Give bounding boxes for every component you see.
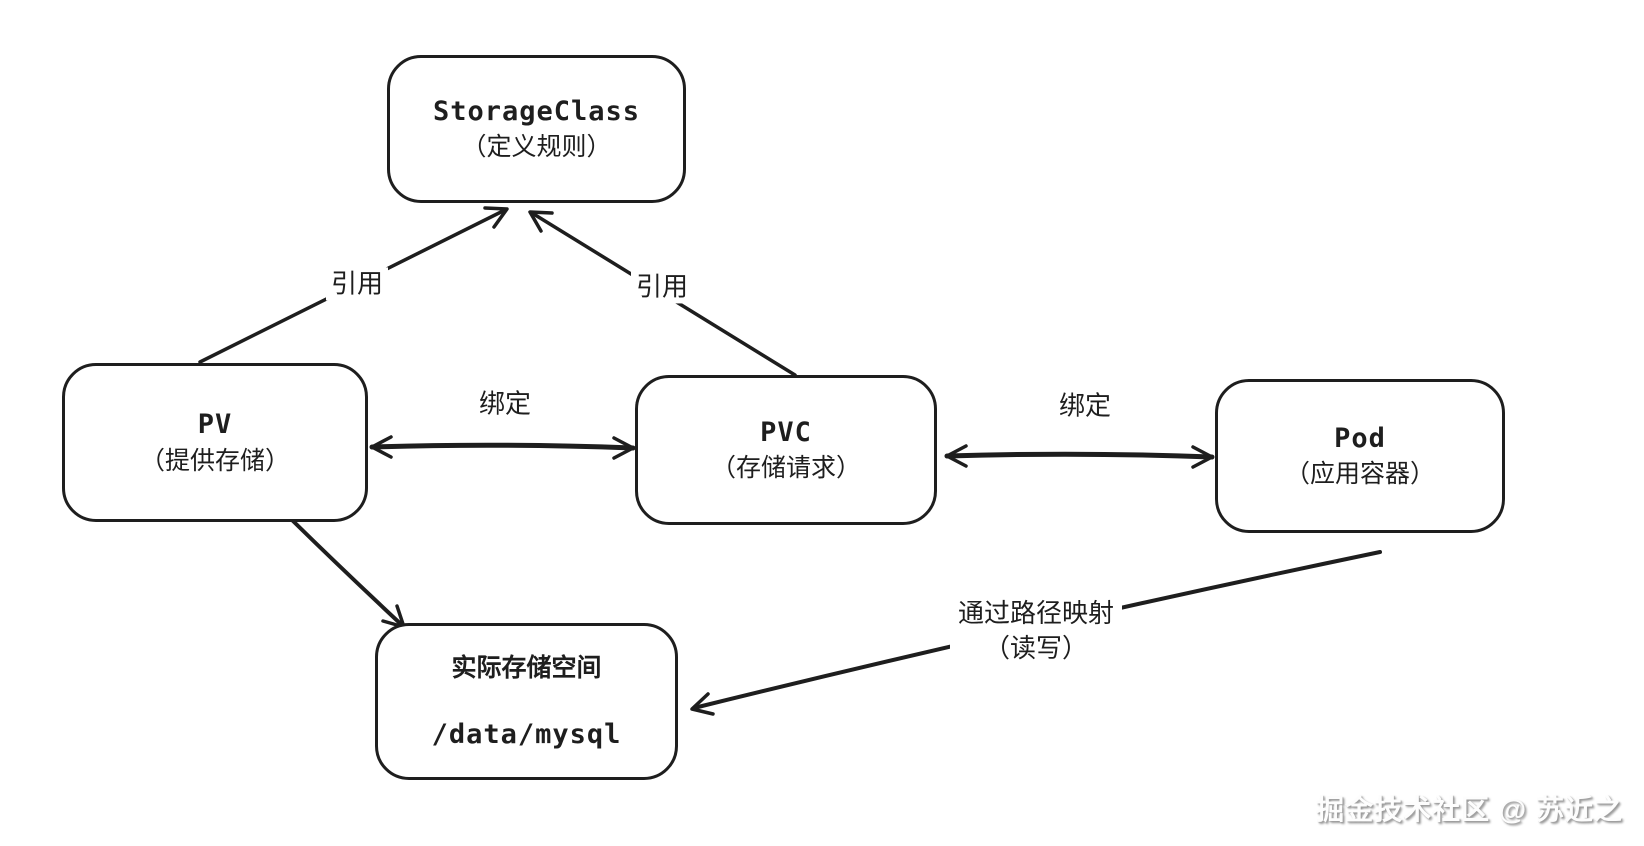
edge-pv-to-storage xyxy=(290,518,406,629)
pvc-title: PVC xyxy=(760,416,812,448)
pod-subtitle: （应用容器） xyxy=(1284,460,1435,489)
node-pvc: PVC （存储请求） xyxy=(635,375,937,525)
storageclass-subtitle: （定义规则） xyxy=(461,133,612,162)
pv-title: PV xyxy=(197,409,233,441)
node-actual-storage: 实际存储空间 /data/mysql xyxy=(375,623,678,780)
edge-label-binding-right: 绑定 xyxy=(1053,389,1117,423)
path-mapping-line2: （读写） xyxy=(983,633,1089,663)
edge-label-reference-right: 引用 xyxy=(630,270,694,304)
storage-title: 实际存储空间 xyxy=(451,654,602,682)
edge-label-reference-left: 引用 xyxy=(325,267,389,301)
edge-pv-pvc-binding xyxy=(369,435,636,460)
edge-label-binding-left: 绑定 xyxy=(473,387,537,421)
watermark-text: 掘金技术社区 @ 苏近之 xyxy=(1316,794,1623,825)
pvc-subtitle: （存储请求） xyxy=(710,454,861,483)
pod-title: Pod xyxy=(1334,422,1386,454)
edge-label-path-mapping: 通过路径映射 （读写） xyxy=(949,596,1123,666)
node-pod: Pod （应用容器） xyxy=(1215,379,1505,533)
pv-subtitle: （提供存储） xyxy=(139,446,290,475)
node-storageclass: StorageClass （定义规则） xyxy=(387,55,686,203)
node-pv: PV （提供存储） xyxy=(62,363,368,522)
storageclass-title: StorageClass xyxy=(432,95,641,127)
storage-path: /data/mysql xyxy=(431,719,622,750)
path-mapping-line1: 通过路径映射 xyxy=(957,598,1115,628)
edge-pvc-pod-binding xyxy=(944,444,1215,469)
